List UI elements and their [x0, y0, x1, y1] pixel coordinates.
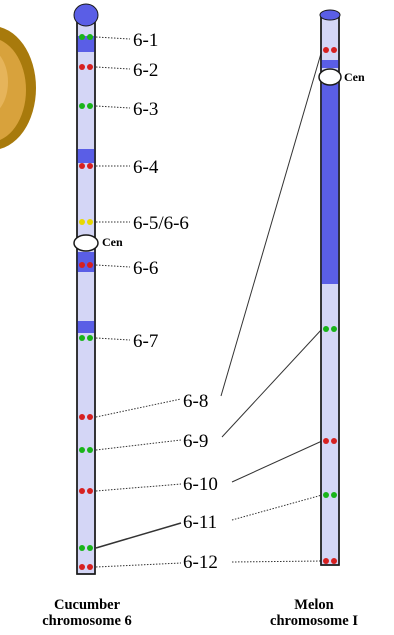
- cucumber-telomere: [74, 4, 98, 26]
- marker-label: 6-12: [183, 552, 218, 573]
- cucumber-fruit-image: [0, 26, 36, 150]
- marker-label: 6-6: [133, 258, 158, 279]
- melon-centromere: [319, 69, 341, 85]
- cucumber-centromere: [74, 235, 98, 251]
- marker-label: 6-8: [183, 391, 208, 412]
- marker-label: 6-7: [133, 331, 158, 352]
- label-leaders: [96, 37, 130, 340]
- marker-label: 6-1: [133, 30, 158, 51]
- marker-label: 6-4: [133, 157, 159, 178]
- cucumber-centromere-label: Cen: [102, 235, 123, 249]
- melon-caption-line2: chromosome I: [244, 613, 384, 629]
- cucumber-band: [77, 252, 95, 272]
- cucumber-band: [77, 321, 95, 333]
- melon-telomere: [320, 10, 340, 20]
- marker-label: 6-11: [183, 512, 217, 533]
- marker-label: 6-5/6-6: [133, 213, 189, 234]
- melon-centromere-label: Cen: [344, 70, 365, 84]
- marker-label: 6-3: [133, 99, 158, 120]
- cucumber-caption-line1: Cucumber: [12, 597, 162, 613]
- melon-caption-line1: Melon: [244, 597, 384, 613]
- marker-label: 6-2: [133, 60, 158, 81]
- cucumber-caption: Cucumber chromosome 6: [12, 597, 162, 629]
- melon-band: [321, 60, 339, 68]
- marker-label: 6-9: [183, 431, 208, 452]
- marker-label: 6-10: [183, 474, 218, 495]
- cucumber-band: [77, 149, 95, 163]
- melon-band: [321, 84, 339, 284]
- melon-chromosome: Cen: [319, 10, 365, 565]
- cucumber-caption-line2: chromosome 6: [12, 613, 162, 629]
- melon-caption: Melon chromosome I: [244, 597, 384, 629]
